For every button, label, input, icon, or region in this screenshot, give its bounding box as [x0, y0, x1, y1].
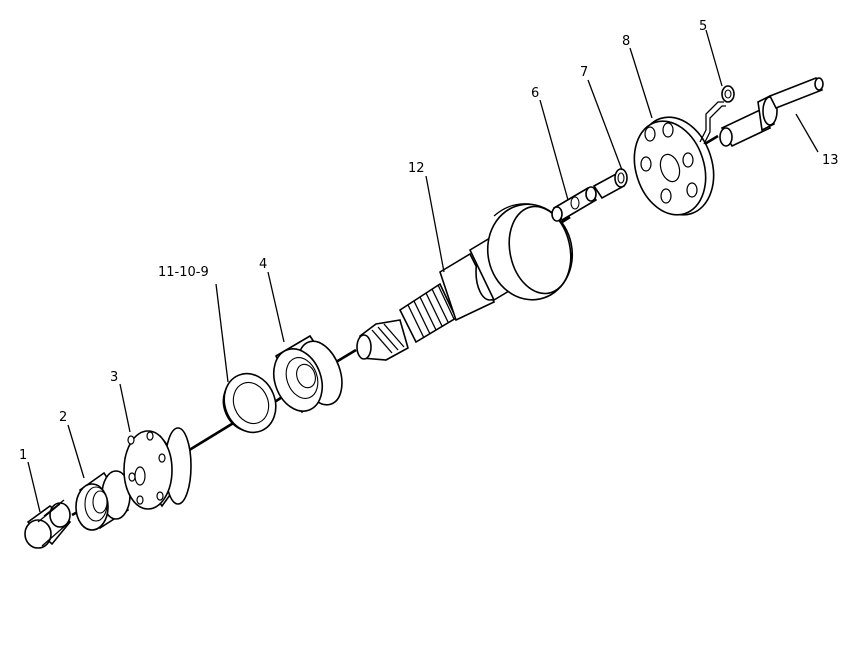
part-13-stud: [719, 76, 824, 148]
part-12-spindle: [356, 203, 574, 361]
callout-2: 2: [59, 410, 67, 425]
callout-11-10-9: 11-10-9: [158, 265, 209, 280]
part-9-10-11-washer: [222, 372, 277, 434]
callout-13: 13: [822, 153, 839, 168]
callout-8: 8: [622, 34, 630, 49]
part-8-disc: [633, 116, 715, 216]
callout-labels: 1 2 3 4 5 6 7 8 11-10-9 12 13: [19, 19, 839, 463]
callout-5: 5: [699, 19, 707, 34]
part-2-bearing-cup: [75, 470, 131, 531]
callout-6: 6: [531, 86, 539, 101]
callout-7: 7: [580, 65, 588, 80]
callout-4: 4: [259, 257, 267, 272]
part-5-screw: [699, 85, 735, 145]
part-4-seal: [272, 334, 343, 414]
callout-12: 12: [408, 161, 425, 176]
part-1-plug: [24, 499, 72, 549]
callout-3: 3: [110, 370, 118, 385]
leader-lines: [27, 29, 819, 513]
part-3-flange: [123, 427, 192, 510]
part-7-spacer: [592, 168, 628, 200]
callout-1: 1: [19, 448, 27, 463]
part-6-pin: [551, 186, 598, 222]
